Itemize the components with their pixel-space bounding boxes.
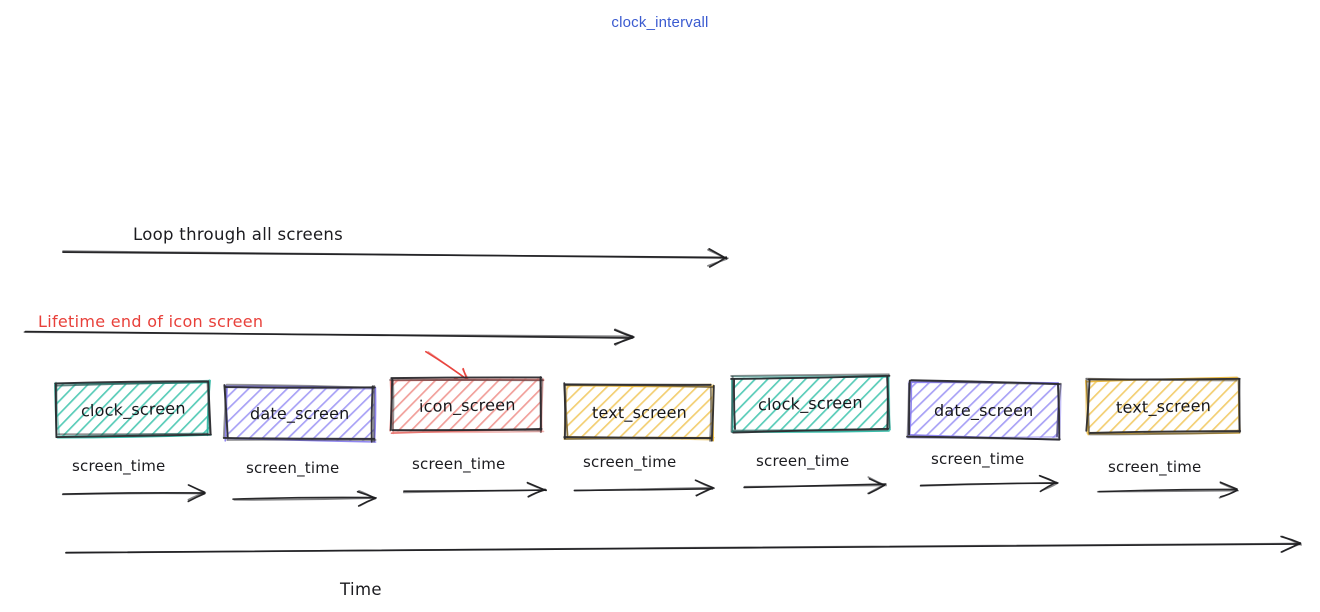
screen-box <box>1085 376 1242 436</box>
screen-time-label-5: screen_time <box>931 450 1025 468</box>
screen-box-clock-screen-4[interactable]: clock_screen <box>733 376 889 431</box>
screen-time-label-6: screen_time <box>1108 458 1202 476</box>
screen-box-label: date_screen <box>934 400 1034 420</box>
screen-box <box>730 373 891 434</box>
screen-time-label-2: screen_time <box>412 455 506 473</box>
screen-time-label-1: screen_time <box>246 459 340 477</box>
screen-time-label-3: screen_time <box>583 453 677 471</box>
time-axis-label: Time <box>340 580 382 599</box>
screen-box-label: text_screen <box>591 402 687 422</box>
lifetime-end-of-icon-screen-label: Lifetime end of icon screen <box>38 312 264 331</box>
screen-box-text-screen-3[interactable]: text_screen <box>566 384 712 439</box>
screen-box-label: icon_screen <box>418 394 516 416</box>
screen-box <box>563 382 715 442</box>
screen-box-clock-screen-0[interactable]: clock_screen <box>57 382 210 436</box>
screen-box <box>54 379 212 439</box>
screen-box-date-screen-5[interactable]: date_screen <box>909 382 1060 438</box>
screen-time-label-4: screen_time <box>756 452 850 470</box>
screen-time-label-0: screen_time <box>72 457 166 475</box>
screen-box-text-screen-6[interactable]: text_screen <box>1088 379 1238 432</box>
screen-box-label: date_screen <box>250 403 350 424</box>
screen-box-label: text_screen <box>1115 395 1211 417</box>
loop-through-all-screens-label: Loop through all screens <box>133 225 344 244</box>
screen-box <box>389 376 545 435</box>
box-layer <box>54 373 1242 443</box>
screen-box-icon-screen-2[interactable]: icon_screen <box>392 378 542 431</box>
page-title: clock_intervall <box>611 14 709 31</box>
screen-box <box>222 383 377 443</box>
screen-box-label: clock_screen <box>757 392 864 415</box>
screen-box-date-screen-1[interactable]: date_screen <box>226 386 375 441</box>
screen-box-label: clock_screen <box>80 398 186 420</box>
screen-box <box>906 379 1062 441</box>
